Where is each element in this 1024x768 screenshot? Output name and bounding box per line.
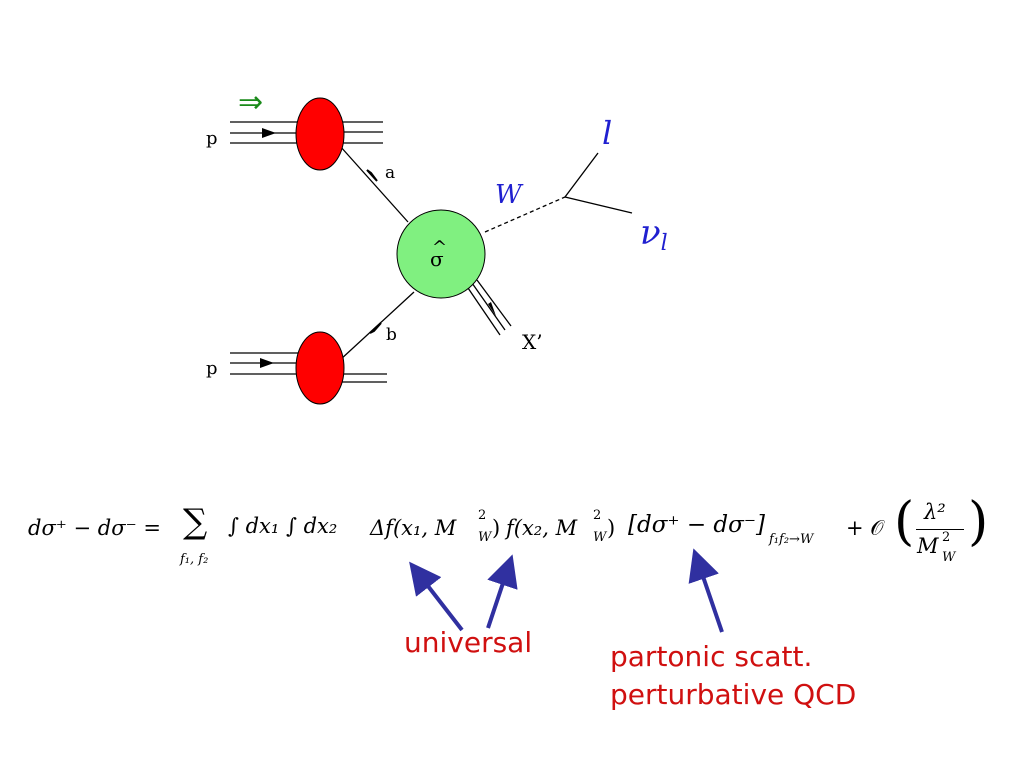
proton-top-arrow <box>262 128 276 138</box>
hard-process-hat: ^ <box>432 237 447 258</box>
boson-label: W <box>495 180 524 210</box>
eq-order: + 𝒪 <box>846 516 884 540</box>
eq-pdf1: Δf(x₁, M <box>370 516 457 540</box>
remnant-label: X’ <box>522 330 543 354</box>
eq-pdf1-sup: 2 <box>478 508 487 523</box>
annotation-universal: universal <box>404 626 533 659</box>
eq-pdf1-close: ) <box>492 516 501 540</box>
proton-bottom-blob <box>295 331 345 405</box>
eq-frac-den-sup: 2 <box>942 530 951 545</box>
proton-top-label: p <box>206 128 218 149</box>
eq-frac-num: λ² <box>924 500 946 524</box>
eq-pdf2-close: ) <box>607 516 616 540</box>
eq-bracket-sub: f₁f₂→W <box>769 532 814 547</box>
eq-pdf2-sup: 2 <box>593 508 602 523</box>
parton-b-label: b <box>386 325 397 345</box>
proton-bottom-arrow <box>260 358 274 368</box>
feynman-diagram: p p ⇒ a b ^ σ X’ W l νl <box>206 85 668 405</box>
lepton-line <box>564 152 599 198</box>
eq-bracket: [dσ⁺ − dσ⁻] <box>628 512 765 538</box>
eq-frac-den-sub: W <box>942 550 956 565</box>
remnant-lines <box>467 279 512 336</box>
proton-bottom-label: p <box>206 358 218 379</box>
hard-process-blob <box>396 209 486 299</box>
eq-pdf1-sub: W <box>478 530 492 545</box>
polarization-arrow: ⇒ <box>238 85 263 120</box>
parton-a-line <box>339 145 409 223</box>
proton-top-blob <box>295 97 345 171</box>
eq-paren-close: ) <box>968 492 989 552</box>
eq-sum-sub: f₁, f₂ <box>180 552 209 567</box>
arrow-universal-left <box>409 561 464 632</box>
annotation-partonic-line1: partonic scatt. <box>610 640 813 673</box>
cross-section-equation: dσ⁺ − dσ⁻ = ∑ f₁, f₂ ∫ dx₁ ∫ dx₂ Δf(x₁, … <box>28 492 1003 584</box>
eq-frac-den: M <box>917 534 939 558</box>
parton-a-arrow <box>366 169 378 182</box>
eq-sum: ∑ <box>183 502 208 542</box>
eq-paren-open: ( <box>894 492 915 552</box>
hard-process-label: σ <box>430 247 444 271</box>
eq-integrals: ∫ dx₁ ∫ dx₂ <box>228 514 338 538</box>
annotation-partonic-line2: perturbative QCD <box>610 678 857 711</box>
eq-lhs: dσ⁺ − dσ⁻ = <box>28 516 161 540</box>
remnant-arrow <box>488 302 496 316</box>
neutrino-label: νl <box>640 213 668 256</box>
arrow-universal-right <box>486 554 518 629</box>
w-boson-line <box>484 196 566 233</box>
arrow-partonic <box>688 548 724 633</box>
parton-b-arrow <box>369 322 382 334</box>
eq-pdf2: f(x₂, M <box>506 516 578 540</box>
eq-frac-bar <box>916 529 964 530</box>
neutrino-symbol: ν <box>640 213 661 253</box>
eq-pdf2-sub: W <box>593 530 607 545</box>
neutrino-subscript: l <box>661 231 668 256</box>
parton-a-label: a <box>385 163 395 183</box>
neutrino-line <box>564 196 633 214</box>
lepton-label: l <box>602 114 612 152</box>
